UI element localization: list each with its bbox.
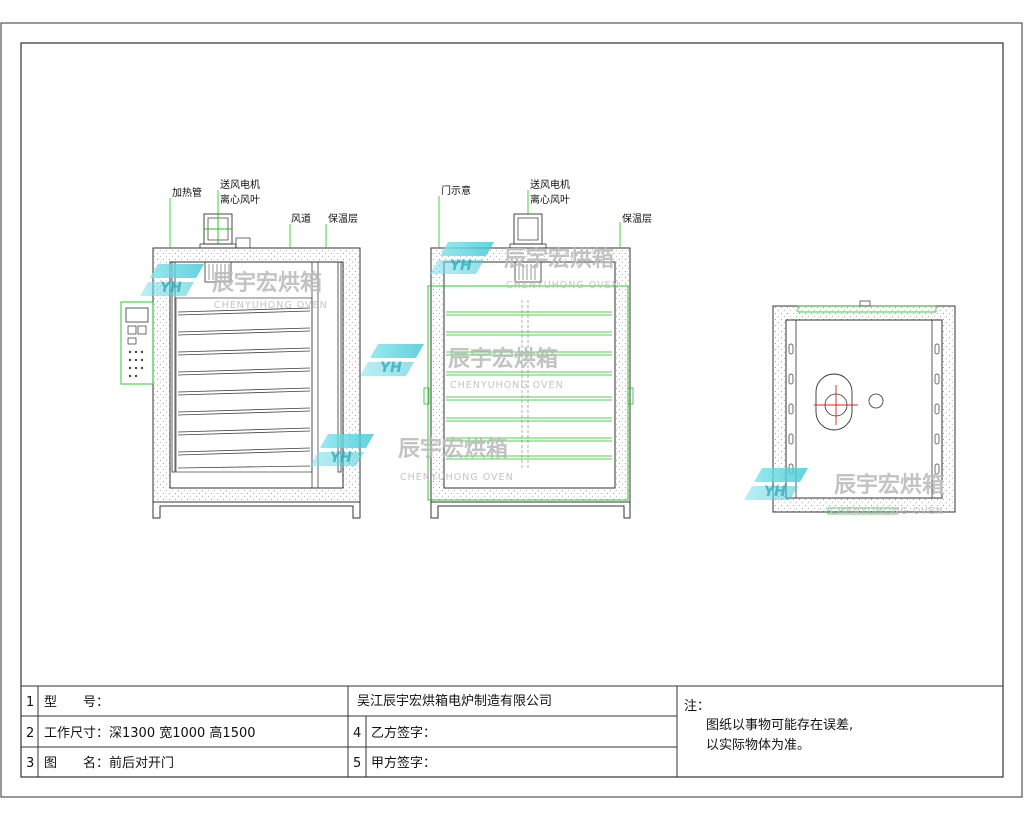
watermark-logo: YH <box>330 450 352 466</box>
watermark-name-en: CHENYUHONG OVEN <box>450 380 564 391</box>
watermark-name-cn: 辰宇宏烘箱 <box>834 472 944 498</box>
drawing-name-field: 图 名：前后对开门 <box>44 755 174 771</box>
party-a-signature: 甲方签字： <box>371 755 436 771</box>
row-3-number: 3 <box>26 756 34 771</box>
watermark-name-en: CHENYUHONG OVEN <box>830 506 944 517</box>
watermark-1: YH 辰宇宏烘箱 CHENYUHONG OVEN <box>140 264 328 311</box>
watermark-name-cn: 辰宇宏烘箱 <box>212 270 322 296</box>
label-air-duct: 风道 <box>291 212 311 225</box>
label-centrifugal-fan-left: 离心风叶 <box>220 193 260 206</box>
watermark-logo: YH <box>160 280 182 296</box>
note-line-2: 以实际物体为准。 <box>706 738 810 753</box>
row-4-number: 4 <box>353 726 361 741</box>
model-field: 型 号： <box>44 695 109 710</box>
label-centrifugal-fan-mid: 离心风叶 <box>530 193 570 206</box>
company-name: 吴江辰宇宏烘箱电炉制造有限公司 <box>357 693 552 709</box>
watermark-logo: YH <box>380 360 402 376</box>
watermark-2: YH 辰宇宏烘箱 CHENYUHONG OVEN <box>430 242 620 291</box>
label-fan-motor-left: 送风电机 <box>220 178 260 191</box>
watermark-name-en: CHENYUHONG OVEN <box>400 472 514 483</box>
party-b-signature: 乙方签字： <box>371 725 436 741</box>
watermark-name-cn: 辰宇宏烘箱 <box>448 346 558 372</box>
note-line-1: 图纸以事物可能存在误差, <box>706 718 853 733</box>
watermark-logo: YH <box>764 484 786 500</box>
label-door-indication: 门示意 <box>441 184 471 197</box>
label-insulation-left: 保温层 <box>328 212 358 225</box>
working-size-field: 工作尺寸：深1300 宽1000 高1500 <box>44 725 256 741</box>
watermark-name-cn: 辰宇宏烘箱 <box>504 246 614 272</box>
side-view <box>772 300 956 515</box>
door-view <box>423 190 634 519</box>
label-insulation-mid: 保温层 <box>622 212 652 225</box>
row-5-number: 5 <box>353 756 361 771</box>
inner-border <box>20 42 1004 778</box>
watermark-name-en: CHENYUHONG OVEN <box>214 300 328 311</box>
watermark-5: YH 辰宇宏烘箱 CHENYUHONG OVEN <box>744 468 944 517</box>
note-title: 注： <box>684 699 710 714</box>
watermark-4: YH 辰宇宏烘箱 CHENYUHONG OVEN <box>310 434 514 483</box>
row-2-number: 2 <box>26 726 34 741</box>
label-heating-tube: 加热管 <box>172 186 202 199</box>
watermark-logo: YH <box>450 258 472 274</box>
row-1-number: 1 <box>26 695 34 710</box>
watermark-name-en: CHENYUHONG OVEN <box>506 280 620 291</box>
front-section-view <box>120 190 361 519</box>
label-fan-motor-mid: 送风电机 <box>530 178 570 191</box>
watermark-name-cn: 辰宇宏烘箱 <box>398 436 508 462</box>
watermark-3: YH 辰宇宏烘箱 CHENYUHONG OVEN <box>360 344 564 391</box>
title-block <box>21 685 1003 777</box>
outer-border <box>0 22 1023 798</box>
